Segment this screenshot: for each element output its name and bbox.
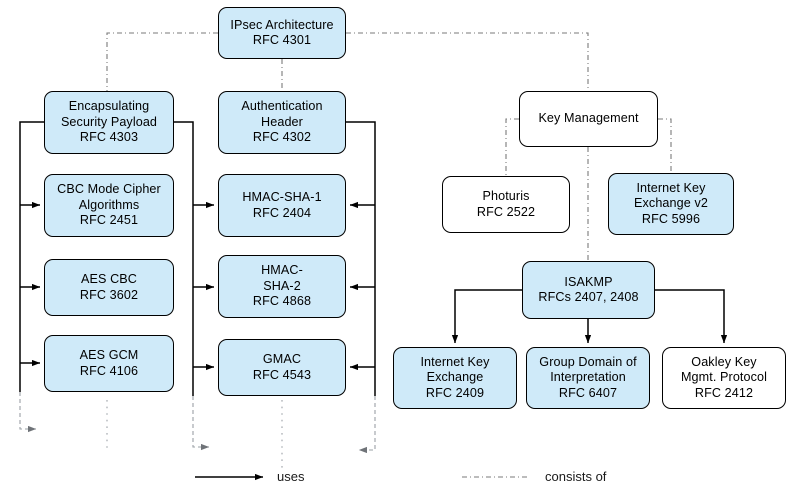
bus-isakmp-left bbox=[451, 289, 522, 344]
node-esp[interactable]: Encapsulating Security Payload RFC 4303 bbox=[44, 91, 174, 154]
legend-consists-of-label: consists of bbox=[545, 469, 607, 484]
node-line: RFC 6407 bbox=[558, 385, 618, 400]
consists-of-dotted-verticals bbox=[106, 400, 283, 470]
link-keymgmt-to-ikev2 bbox=[658, 118, 672, 173]
node-line: Internet Key bbox=[420, 354, 490, 369]
node-oakley[interactable]: Oakley Key Mgmt. Protocol RFC 2412 bbox=[662, 347, 786, 409]
node-line: Oakley Key bbox=[691, 354, 757, 369]
legend-uses-label: uses bbox=[277, 469, 305, 484]
node-line: AES CBC bbox=[81, 272, 137, 287]
node-line: Exchange v2 bbox=[634, 196, 708, 211]
node-photuris[interactable]: Photuris RFC 2522 bbox=[442, 176, 570, 233]
link-keymgmt-to-photuris bbox=[505, 118, 519, 176]
node-group-domain-interp[interactable]: Group Domain of Interpretation RFC 6407 bbox=[526, 347, 650, 409]
node-line: Exchange bbox=[426, 370, 484, 385]
node-line: RFCs 2407, 2408 bbox=[538, 290, 639, 304]
node-line: RFC 4106 bbox=[79, 363, 139, 378]
node-line: RFC 3602 bbox=[79, 287, 139, 302]
node-key-management[interactable]: Key Management bbox=[519, 91, 658, 147]
node-line: RFC 2412 bbox=[694, 385, 754, 400]
node-aes-cbc[interactable]: AES CBC RFC 3602 bbox=[44, 259, 174, 316]
node-line: Internet Key bbox=[636, 180, 706, 195]
node-line: Header bbox=[261, 114, 303, 129]
node-line: RFC 2522 bbox=[476, 204, 536, 219]
node-line: HMAC- bbox=[261, 263, 303, 278]
node-line: AES GCM bbox=[79, 348, 139, 363]
node-line: RFC 4302 bbox=[252, 130, 312, 145]
node-line: RFC 2409 bbox=[425, 385, 485, 400]
node-line: IPsec Architecture bbox=[230, 17, 334, 32]
node-line: SHA-2 bbox=[263, 278, 301, 293]
node-ipsec-architecture[interactable]: IPsec Architecture RFC 4301 bbox=[218, 7, 346, 59]
node-isakmp[interactable]: ISAKMP RFCs 2407, 2408 bbox=[522, 261, 655, 319]
node-line: Authentication bbox=[241, 99, 323, 114]
node-line: Algorithms bbox=[78, 197, 140, 212]
bus-esp-right bbox=[174, 121, 194, 396]
stub-ah-down bbox=[192, 396, 210, 451]
node-line: Security Payload bbox=[60, 114, 158, 129]
node-line: HMAC-SHA-1 bbox=[242, 190, 322, 205]
bus-isakmp-right bbox=[655, 289, 728, 344]
node-line: ISAKMP bbox=[564, 274, 613, 289]
node-line: RFC 4301 bbox=[252, 33, 312, 47]
stub-esp-down bbox=[19, 392, 37, 433]
node-line: Mgmt. Protocol bbox=[680, 370, 768, 385]
node-line: RFC 2451 bbox=[79, 213, 139, 228]
node-gmac[interactable]: GMAC RFC 4543 bbox=[218, 339, 346, 396]
node-line: RFC 5996 bbox=[641, 211, 701, 226]
link-ipsec-to-esp bbox=[106, 32, 218, 91]
node-line: Photuris bbox=[482, 189, 530, 204]
node-cbc-mode-cipher[interactable]: CBC Mode Cipher Algorithms RFC 2451 bbox=[44, 174, 174, 237]
link-ipsec-to-keymgmt bbox=[346, 32, 589, 91]
node-internet-key-exchange[interactable]: Internet Key Exchange RFC 2409 bbox=[393, 347, 517, 409]
node-line: Encapsulating bbox=[68, 99, 150, 114]
node-line: Group Domain of bbox=[539, 354, 637, 369]
stub-right-down bbox=[358, 396, 376, 454]
consists-of-links bbox=[106, 32, 672, 261]
node-line: Key Management bbox=[538, 111, 639, 126]
node-line: RFC 4543 bbox=[252, 367, 312, 382]
node-aes-gcm[interactable]: AES GCM RFC 4106 bbox=[44, 335, 174, 392]
node-hmac-sha-1[interactable]: HMAC-SHA-1 RFC 2404 bbox=[218, 174, 346, 237]
node-hmac-sha-2[interactable]: HMAC- SHA-2 RFC 4868 bbox=[218, 255, 346, 318]
node-ikev2[interactable]: Internet Key Exchange v2 RFC 5996 bbox=[608, 173, 734, 235]
bus-esp-left bbox=[19, 121, 44, 392]
node-line: RFC 4303 bbox=[79, 130, 139, 145]
bus-ah-right bbox=[346, 121, 376, 396]
node-line: RFC 2404 bbox=[252, 205, 312, 220]
node-line: GMAC bbox=[262, 352, 302, 367]
node-line: Interpretation bbox=[550, 370, 626, 385]
node-authentication-header[interactable]: Authentication Header RFC 4302 bbox=[218, 91, 346, 154]
consists-of-dangling-stubs bbox=[19, 392, 376, 454]
node-line: RFC 4868 bbox=[252, 294, 312, 309]
node-line: CBC Mode Cipher bbox=[57, 182, 161, 197]
